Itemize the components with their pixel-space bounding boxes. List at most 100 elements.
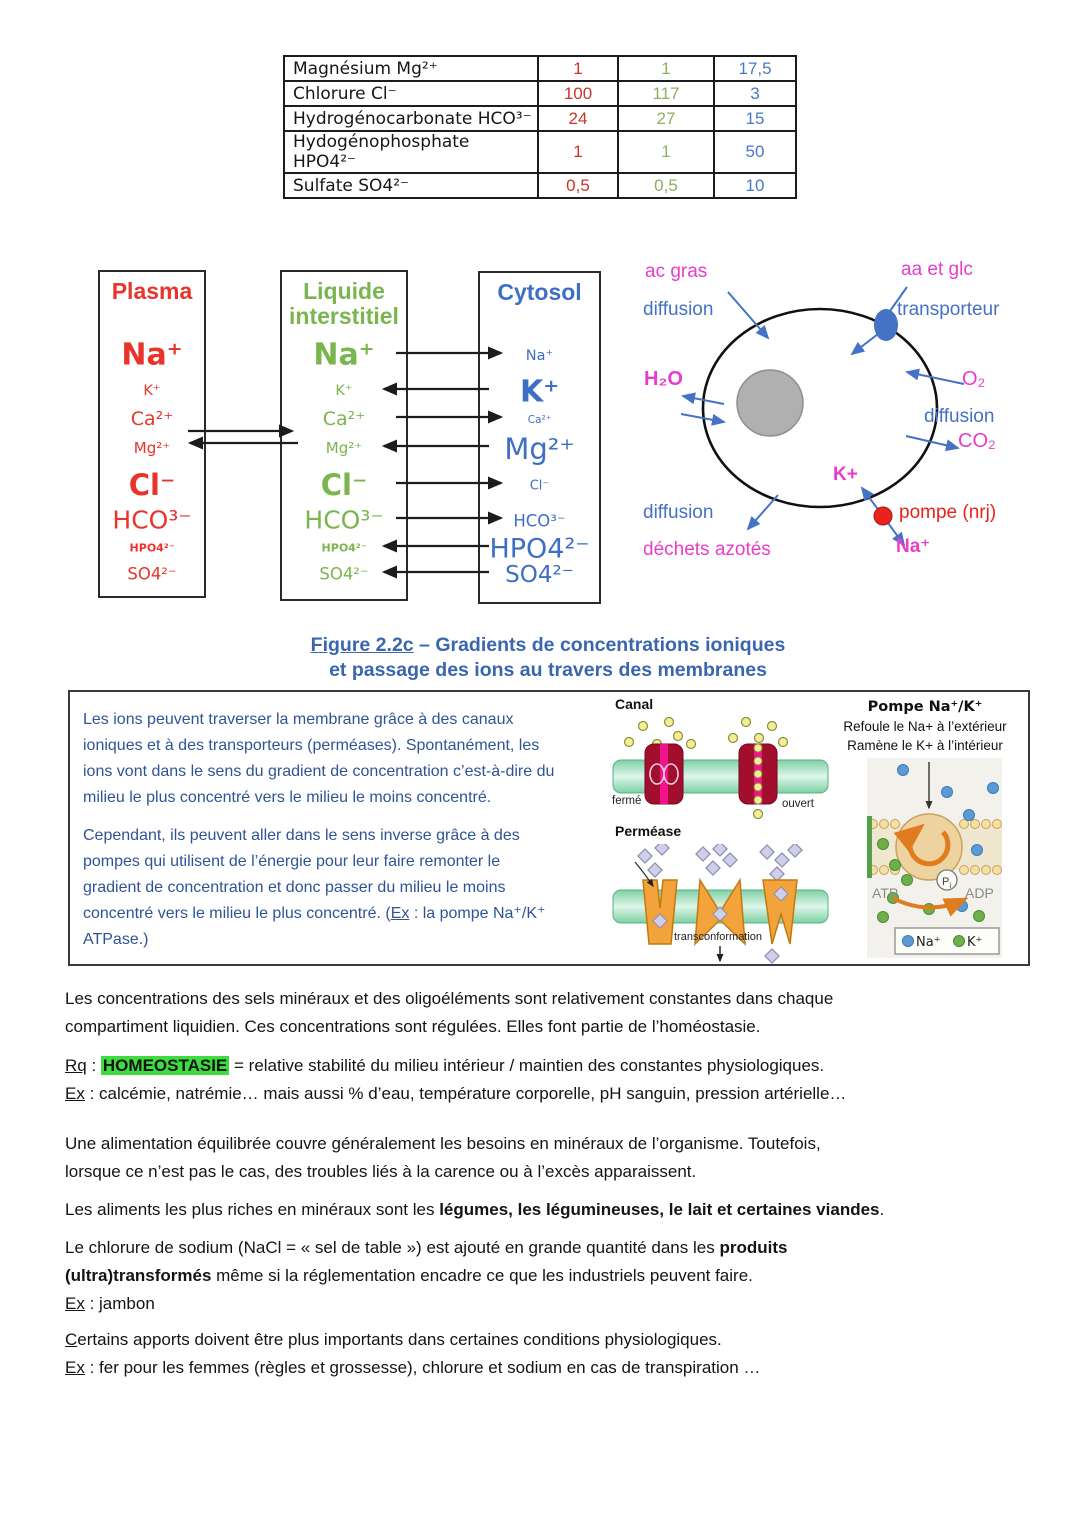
permease-illustration: [612, 844, 829, 964]
table-cell: 3: [713, 80, 797, 107]
label-diffusion-right: diffusion: [924, 406, 995, 427]
label-h2o: H₂O: [644, 368, 683, 390]
ion-cytosol: SO4²⁻: [505, 562, 574, 588]
solute-diamonds: [637, 844, 803, 964]
diamond-in-permease: [712, 906, 728, 922]
table-cell: 10: [713, 172, 797, 199]
table-cell: 117: [617, 80, 715, 107]
atp-label: ATP: [872, 885, 898, 901]
cytosol-box: Cytosol Na⁺K⁺Ca²⁺Mg²⁺Cl⁻HCO³⁻HPO4²⁻SO4²⁻: [478, 271, 601, 604]
table-cell: 1: [617, 55, 715, 82]
k-dots: [877, 838, 985, 923]
pompe-title: Pompe Na⁺/K⁺: [867, 699, 983, 715]
arrow-o2: [905, 368, 965, 385]
transporteur-icon: [874, 309, 898, 341]
ion-plasma: Mg²⁺: [133, 439, 171, 457]
ion-cytosol: HPO4²⁻: [489, 533, 590, 565]
pi-label: Pi: [942, 876, 951, 890]
table-cell: Hydogénophosphate HPO4²⁻: [283, 130, 539, 174]
paragraph-concentrations: Les concentrations des sels minéraux et …: [65, 989, 834, 1036]
adp-label: ADP: [965, 885, 994, 901]
table-cell: 17,5: [713, 55, 797, 82]
caption-line-1: Figure 2.2c – Gradients de concentration…: [310, 634, 786, 656]
membrane-text: Les ions peuvent traverser la membrane g…: [83, 711, 555, 948]
label-dechets-azotes: déchets azotés: [643, 539, 771, 560]
ex-label: Ex: [65, 1084, 85, 1103]
pompe-line1: Refoule le Na+ à l’extérieur: [843, 719, 1007, 734]
ion-liquide: SO4²⁻: [319, 564, 369, 584]
ion-liquide: Cl⁻: [320, 468, 368, 502]
diamond-in-permease: [773, 886, 789, 902]
membrane-figure-box: Les ions peuvent traverser la membrane g…: [68, 690, 1030, 966]
label-diffusion-top: diffusion: [643, 299, 714, 320]
label-transporteur: transporteur: [897, 299, 1000, 320]
figure-caption: Figure 2.2c – Gradients de concentration…: [148, 633, 948, 683]
canal-ferme-label: fermé: [612, 795, 642, 807]
ion-plasma: Cl⁻: [128, 468, 176, 502]
arrow-h2o-in: [680, 413, 726, 426]
ion-plasma: HPO4²⁻: [129, 541, 175, 555]
canal-ouvert: [738, 743, 778, 805]
arrow-pump-k-in: [860, 486, 884, 517]
plasma-box: Plasma Na⁺K⁺Ca²⁺Mg²⁺Cl⁻HCO³⁻HPO4²⁻SO4²⁻: [98, 270, 206, 598]
arrow-dechets: [746, 494, 779, 531]
ion-plasma: Na⁺: [121, 337, 183, 373]
ion-liquide: HCO³⁻: [304, 505, 384, 535]
label-na-plus: Na⁺: [896, 536, 931, 557]
label-k-plus: K+: [833, 464, 858, 485]
pi-circle: [936, 869, 958, 891]
table-cell: 1: [537, 130, 619, 174]
paragraph-alimentation: Une alimentation équilibrée couvre génér…: [65, 1134, 821, 1181]
homeostasie-highlight: HOMEOSTASIE: [100, 1056, 230, 1075]
pump-protein: [895, 813, 963, 881]
label-o2: O₂: [962, 368, 986, 390]
ion-liquide: Na⁺: [313, 337, 375, 373]
pompe-line2: Ramène le K+ à l’intérieur: [847, 738, 1003, 753]
label-co2: CO₂: [958, 430, 996, 452]
ex-label: Ex: [65, 1294, 85, 1313]
ion-cytosol: Ca²⁺: [527, 414, 552, 426]
table-cell: 100: [537, 80, 619, 107]
table-cell: Hydrogénocarbonate HCO³⁻: [283, 105, 539, 132]
ion-plasma: HCO³⁻: [112, 505, 192, 535]
ion-cytosol: Cl⁻: [529, 478, 550, 494]
ion-liquide: HPO4²⁻: [321, 541, 367, 555]
table-cell: 1: [617, 130, 715, 174]
legend-k-label: K⁺: [967, 935, 982, 950]
liquide-box: Liquide interstitiel Na⁺K⁺Ca²⁺Mg²⁺Cl⁻HCO…: [280, 270, 408, 601]
plasma-title: Plasma: [111, 278, 193, 304]
table-cell: Chlorure Cl⁻: [283, 80, 539, 107]
pompe-illustration: Pi ATP ADP Na⁺ K⁺: [867, 758, 1002, 958]
ion-liquide: K⁺: [335, 383, 353, 399]
paragraph-aliments-riches: Les aliments les plus riches en minéraux…: [65, 1200, 885, 1219]
ex-label: Ex: [65, 1358, 85, 1377]
cell-membrane: [701, 307, 939, 509]
entry-arrow: [634, 861, 654, 888]
arrow-aa-2: [850, 333, 879, 356]
figure-number: Figure 2.2c: [310, 634, 414, 656]
table-cell: Sulfate SO4²⁻: [283, 172, 539, 199]
arrow-co2: [905, 435, 960, 452]
table-cell: 1: [537, 55, 619, 82]
ion-liquide: Ca²⁺: [322, 408, 366, 430]
caption-line-2: et passage des ions au travers des membr…: [329, 659, 767, 681]
permease-title: Perméase: [615, 823, 682, 839]
paragraph-apports: Certains apports doivent être plus impor…: [65, 1330, 761, 1377]
table-cell: Magnésium Mg²⁺: [283, 55, 539, 82]
table-cell: 24: [537, 105, 619, 132]
ion-cytosol: K⁺: [519, 374, 560, 410]
paragraph-homeostasie: Rq : HOMEOSTASIE = relative stabilité du…: [65, 1056, 847, 1103]
table-cell: 50: [713, 130, 797, 174]
ion-cytosol: Na⁺: [525, 348, 554, 364]
cell-nucleus: [736, 369, 804, 437]
arrow-ac-gras: [727, 291, 770, 340]
pompe-header: Pompe Na⁺/K⁺ Refoule le Na+ à l’extérieu…: [832, 697, 1018, 755]
legend-na-label: Na⁺: [916, 935, 941, 950]
pompe-legend: Na⁺ K⁺: [894, 927, 1000, 955]
ion-liquide: Mg²⁺: [325, 439, 363, 457]
